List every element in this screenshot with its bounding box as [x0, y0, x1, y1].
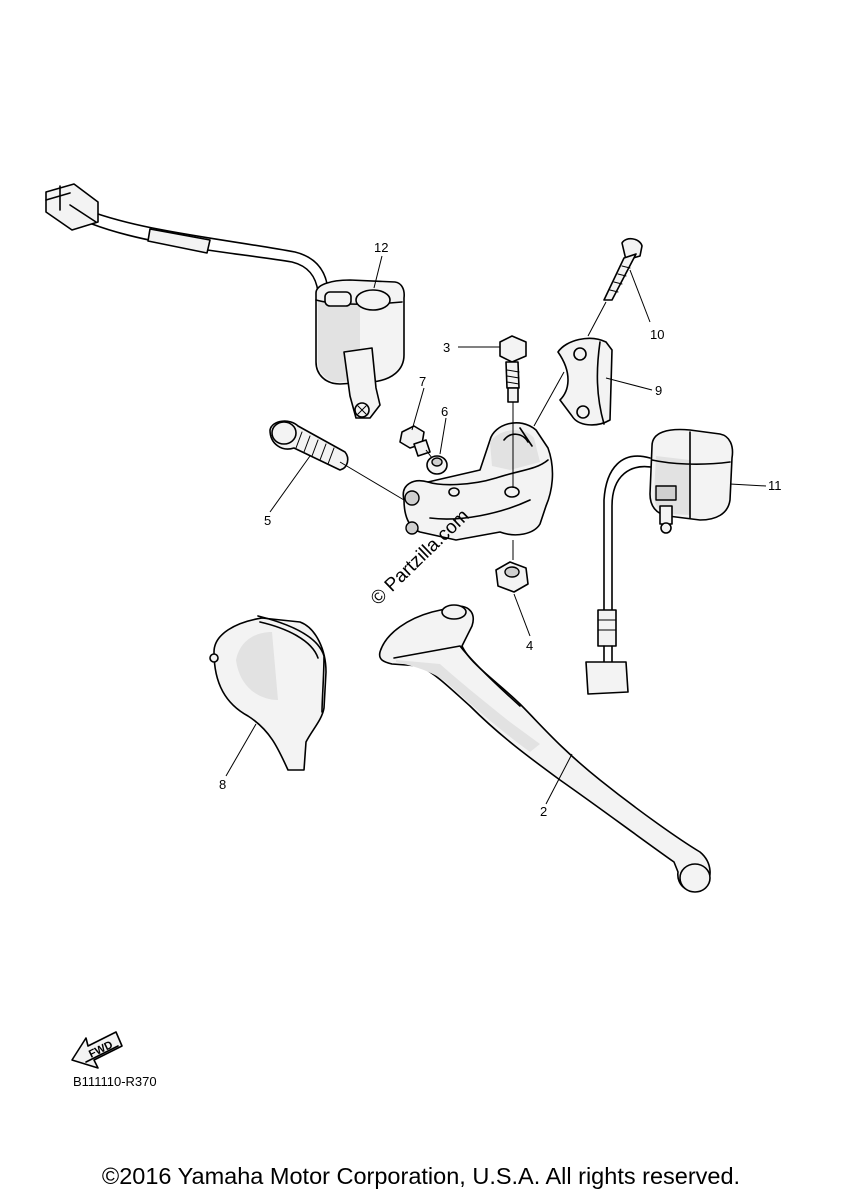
part-8-cover[interactable] [209, 615, 327, 771]
callout-9: 9 [655, 383, 662, 398]
part-10-screw[interactable] [603, 237, 643, 301]
part-5-adjuster[interactable] [269, 420, 349, 471]
callout-2: 2 [540, 804, 547, 819]
part-11-clutch-switch[interactable] [585, 428, 734, 695]
part-2-lever[interactable] [378, 604, 711, 893]
lever-holder [402, 422, 554, 541]
fwd-label: FWD [87, 1039, 115, 1061]
part-12-switch-assembly[interactable] [45, 183, 405, 419]
copyright-notice: ©2016 Yamaha Motor Corporation, U.S.A. A… [101, 1163, 741, 1189]
assembly-lines [339, 301, 607, 560]
fwd-arrow-icon: FWD [71, 1031, 123, 1069]
callout-3: 3 [443, 340, 450, 355]
callout-leaders [225, 255, 767, 805]
callout-5: 5 [264, 513, 271, 528]
part-9-clamp[interactable] [557, 337, 613, 426]
part-4-nut[interactable] [495, 561, 529, 593]
callout-6: 6 [441, 404, 448, 419]
callout-10: 10 [650, 327, 664, 342]
callout-7: 7 [419, 374, 426, 389]
part-7-small-bolt[interactable] [399, 425, 431, 457]
callout-8: 8 [219, 777, 226, 792]
callout-12: 12 [374, 240, 388, 255]
callout-4: 4 [526, 638, 533, 653]
part-6-collar[interactable] [426, 455, 448, 475]
part-3-bolt[interactable] [499, 335, 527, 403]
diagram-reference-code: B111110-R370 [73, 1074, 157, 1089]
callout-11: 11 [768, 478, 782, 493]
